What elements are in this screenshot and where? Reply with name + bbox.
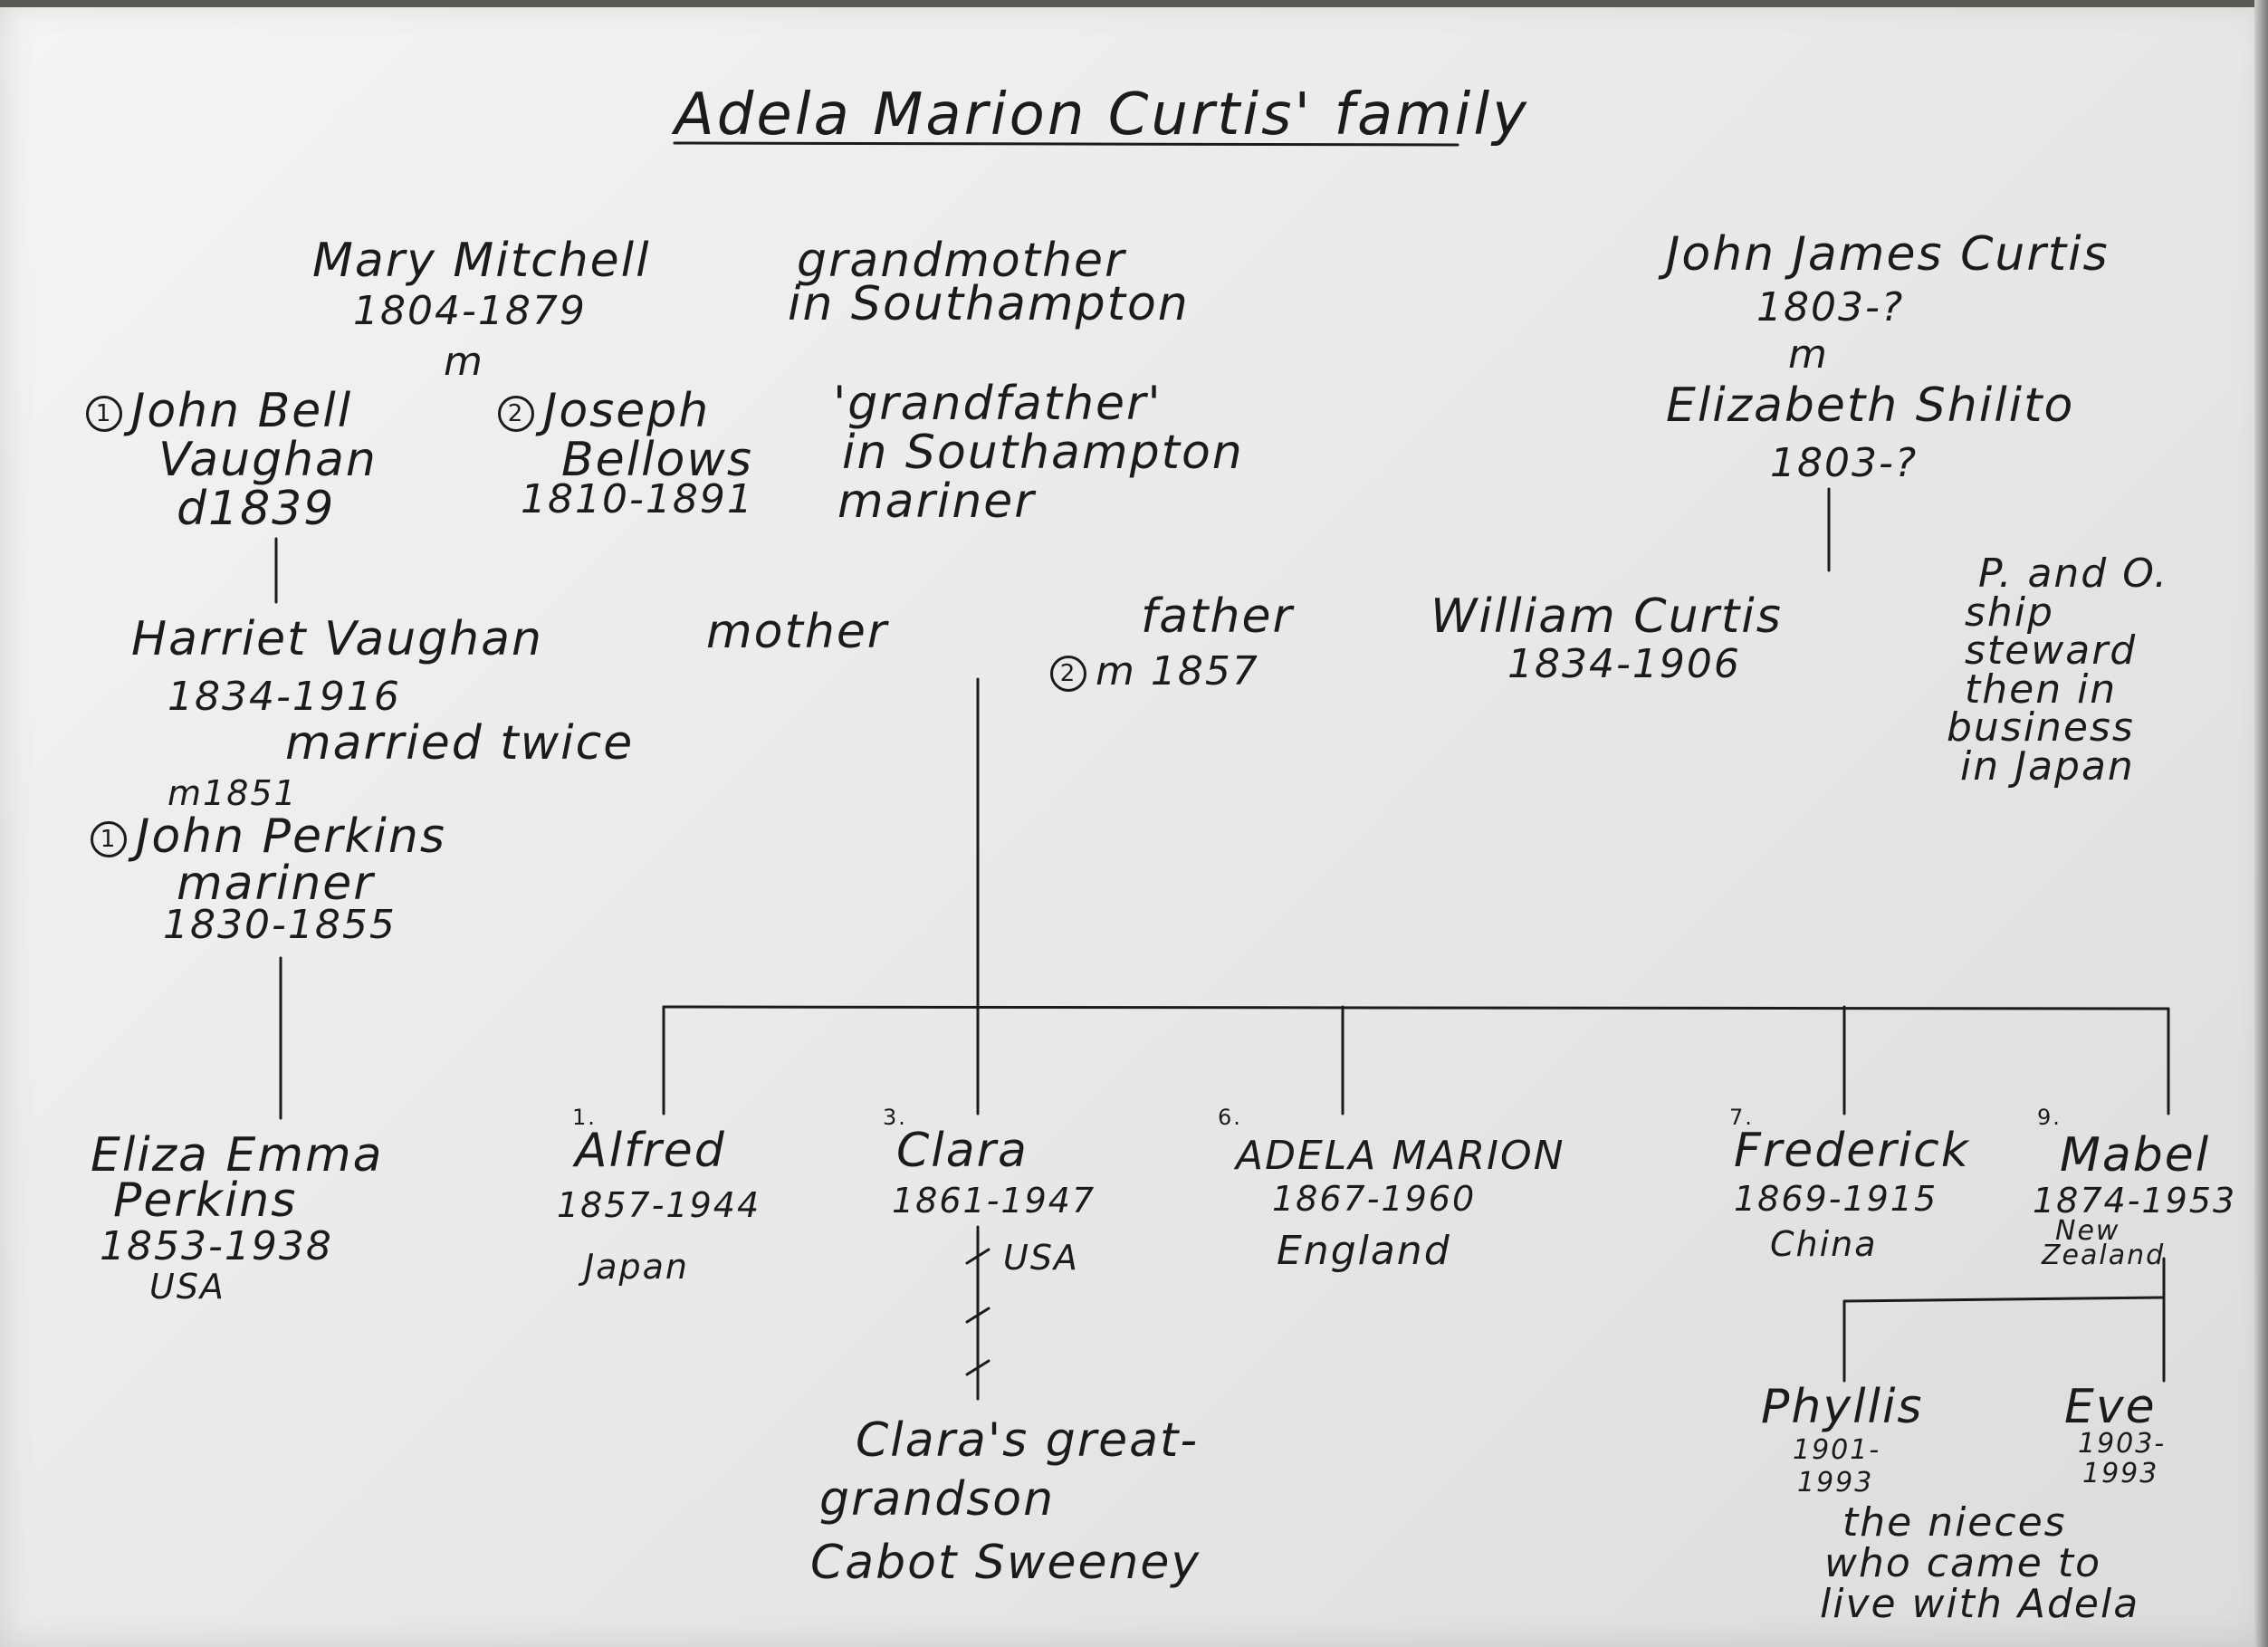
niece-phyllis-name: Phyllis (1761, 1380, 1924, 1434)
descendant-line-3: Cabot Sweeney (810, 1536, 1201, 1590)
father-note-line-3: steward (1965, 627, 2138, 674)
paternal-grandmother-dates: 1803-? (1770, 440, 1919, 486)
mother-first-marriage: m1851 (167, 773, 298, 813)
child-place: USA (1003, 1238, 1079, 1278)
husband2-occupation: mariner (837, 474, 1036, 529)
husband1-dates: d1839 (177, 482, 336, 536)
children-bar (662, 1005, 2170, 1010)
half-sister-place: USA (149, 1267, 225, 1307)
child-dates: 1857-1944 (557, 1185, 761, 1225)
niece-phyllis-birth: 1901- (1793, 1434, 1881, 1466)
nieces-bar (1842, 1296, 2166, 1303)
father-note-line-6: in Japan (1960, 743, 2135, 790)
paternal-grandmother-name: Elizabeth Shilito (1666, 378, 2075, 433)
mother-role: mother (706, 605, 889, 659)
paternal-grandfather-name: John James Curtis (1666, 227, 2110, 282)
child-number: 9. (2037, 1105, 2062, 1130)
page-title: Adela Marion Curtis' family (675, 81, 1529, 148)
niece-eve-death: 1993 (2082, 1458, 2159, 1489)
marriage-number-2-icon: 2 (1050, 656, 1086, 692)
husband2-dates: 1810-1891 (521, 476, 754, 522)
child-place: Japan (584, 1247, 689, 1287)
mother-husband1-dates: 1830-1855 (163, 902, 397, 948)
child-number: 7. (1729, 1105, 1754, 1130)
marriage-mark-right: m (1788, 331, 1829, 378)
father-note-line-4: then in (1965, 666, 2118, 713)
descendant-line-1: Clara's great- (856, 1413, 1200, 1468)
child-place-line-2: Zealand (2042, 1240, 2166, 1271)
child-name: ADELA MARION (1236, 1133, 1565, 1179)
marriage-number-2-icon: 2 (498, 396, 534, 432)
father-role: father (1141, 589, 1294, 644)
marriage-number-1-icon: 1 (86, 396, 122, 432)
father-dates: 1834-1906 (1507, 641, 1741, 687)
husband2-place: in Southampton (842, 426, 1244, 480)
marriage-mark-left: m (444, 339, 484, 385)
paternal-grandfather-dates: 1803-? (1756, 284, 1905, 330)
child-number: 3. (883, 1105, 907, 1130)
marriage-number-1-icon: 1 (91, 821, 127, 857)
child-name: Clara (896, 1124, 1029, 1178)
tick-generation-2 (965, 1307, 990, 1324)
half-sister-surname: Perkins (113, 1173, 298, 1228)
title-underline (673, 141, 1459, 147)
husband2-role: 'grandfather' (833, 377, 1163, 431)
father-note-line-1: P. and O. (1978, 551, 2169, 597)
child-number: 1. (572, 1105, 597, 1130)
descendant-line-2: grandson (819, 1472, 1056, 1527)
tick-generation-3 (965, 1359, 990, 1376)
father-note-line-2: ship (1965, 589, 2054, 636)
child-place: China (1770, 1224, 1878, 1264)
niece-eve-name: Eve (2064, 1380, 2157, 1434)
child-dates: 1874-1953 (2033, 1181, 2237, 1221)
niece-eve-birth: 1903- (2078, 1428, 2167, 1460)
nieces-note-line-3: live with Adela (1820, 1581, 2140, 1627)
niece-phyllis-death: 1993 (1797, 1467, 1874, 1499)
grandmother-role: grandmother (797, 234, 1126, 288)
child-dates: 1867-1960 (1272, 1179, 1477, 1219)
child-name: Alfred (575, 1124, 726, 1178)
father-name: William Curtis (1431, 589, 1783, 644)
father-note-line-5: business (1947, 704, 2135, 751)
half-sister-name: Eliza Emma (91, 1128, 384, 1183)
mother-dates: 1834-1916 (167, 674, 401, 720)
grandmother-place: in Southampton (788, 277, 1190, 331)
child-name: Frederick (1734, 1124, 1970, 1178)
tick-generation-1 (965, 1248, 990, 1265)
child-dates: 1869-1915 (1734, 1179, 1938, 1219)
husband2-surname: Bellows (561, 433, 753, 487)
husband1-surname: Vaughan (158, 433, 378, 487)
nieces-note-line-1: the nieces (1842, 1499, 2067, 1546)
mother-name: Harriet Vaughan (131, 612, 543, 666)
child-name: Mabel (2060, 1128, 2211, 1183)
child-place-line-1: New (2055, 1215, 2120, 1247)
half-sister-dates: 1853-1938 (100, 1223, 333, 1269)
child-number: 6. (1218, 1105, 1242, 1130)
grandmother-name: Mary Mitchell (312, 234, 651, 288)
mother-note: married twice (285, 716, 635, 771)
child-place: England (1277, 1228, 1451, 1274)
child-dates: 1861-1947 (892, 1181, 1096, 1221)
nieces-note-line-2: who came to (1824, 1540, 2102, 1586)
grandmother-dates: 1804-1879 (353, 288, 587, 334)
mother-husband1-occupation: mariner (177, 857, 375, 911)
